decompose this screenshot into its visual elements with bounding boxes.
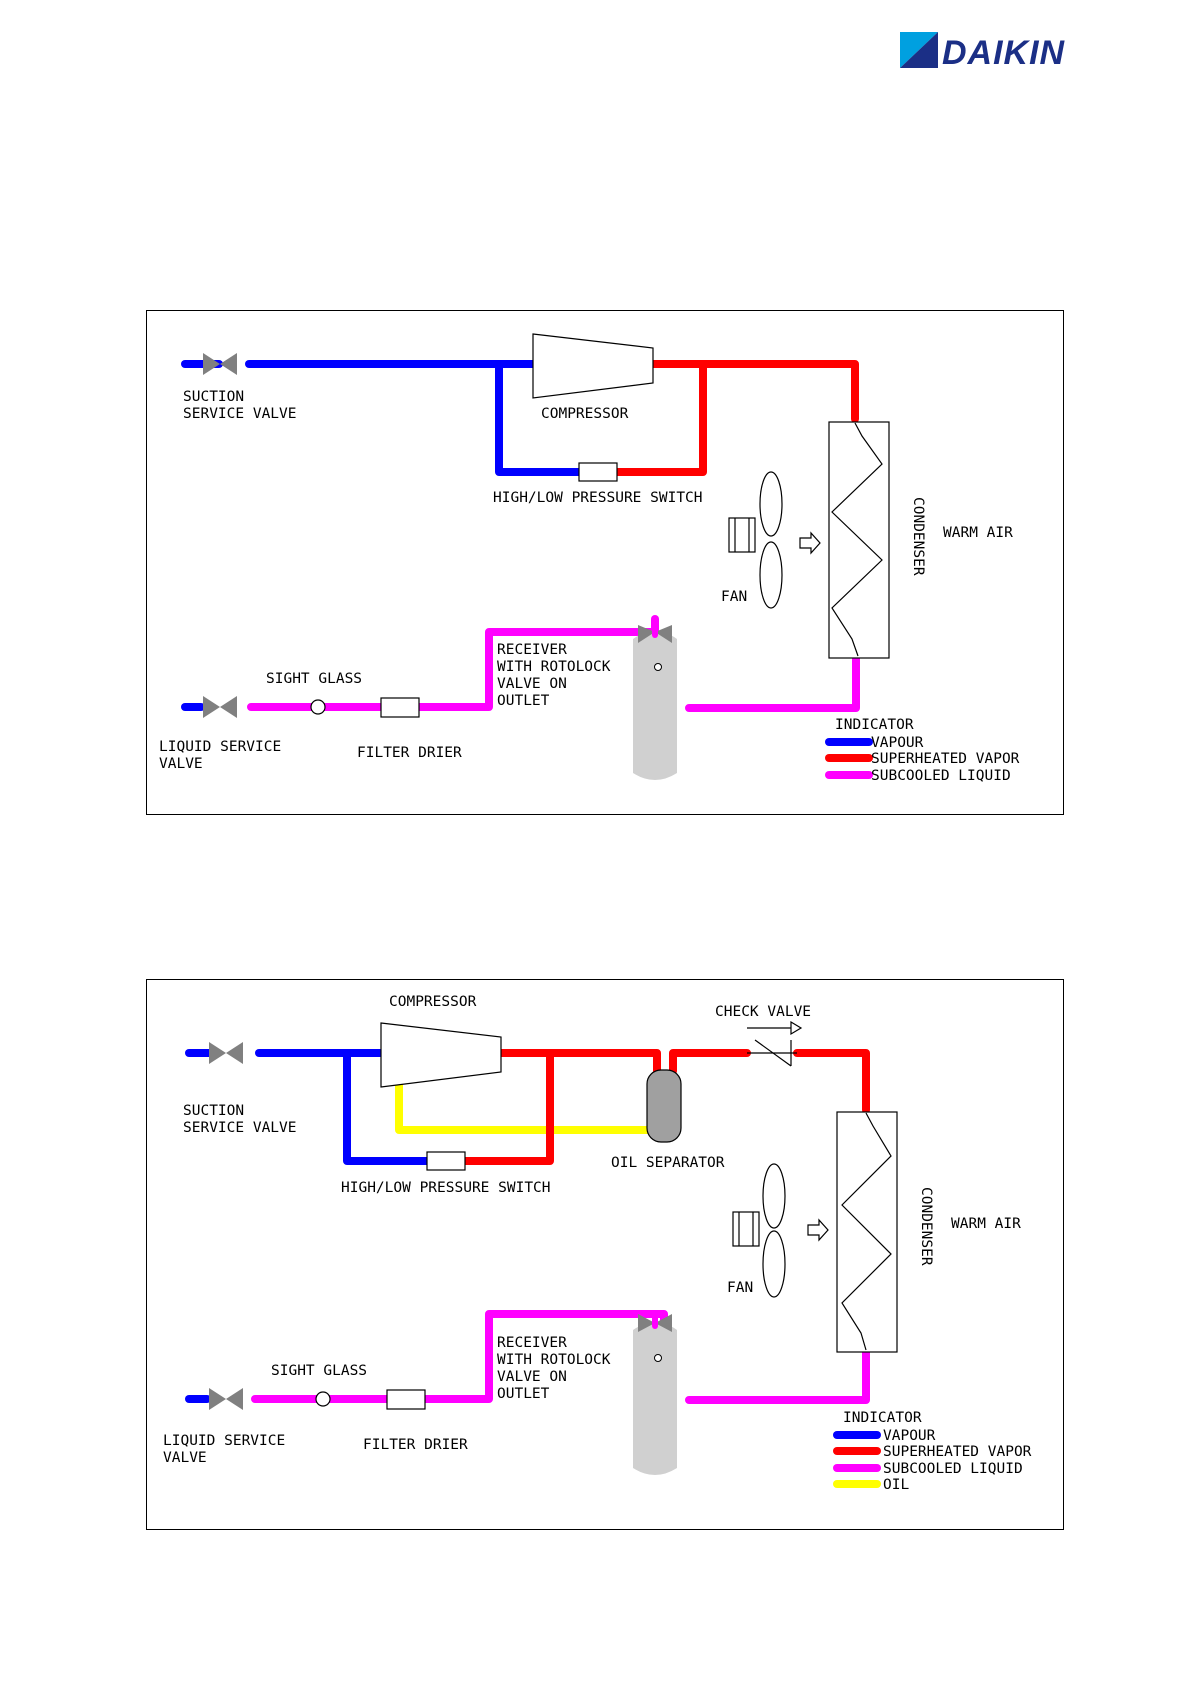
suction-service-valve-icon [203,353,237,375]
suction-valve-label-2: SERVICE VALVE [183,406,297,422]
compressor-label: COMPRESSOR [541,406,629,422]
liquid-service-valve-icon [185,1388,243,1410]
condenser-label: CONDENSER [910,497,926,576]
airflow-arrow-icon [799,531,821,555]
check-valve-label: CHECK VALVE [715,1004,811,1020]
receiver-rotolock-valve-icon [638,1314,672,1332]
vapour-pipes [185,1049,431,1165]
sight-glass-label: SIGHT GLASS [271,1363,367,1379]
superheated-vapor-pipes [613,360,859,476]
daikin-logo-mark-icon: DAIKIN [900,32,1066,72]
receiver-icon [633,1322,677,1475]
pressure-switch-label: HIGH/LOW PRESSURE SWITCH [341,1180,551,1196]
condenser-icon [836,1111,898,1353]
legend-label-superheated: SUPERHEATED VAPOR [883,1444,1032,1460]
receiver-label-3: VALVE ON [497,676,567,692]
suction-valve-label-1: SUCTION [183,389,244,405]
compressor-icon [380,1022,502,1088]
condenser-coil-icon [841,1112,892,1351]
oil-separator-icon [646,1069,682,1143]
suction-valve-label-1: SUCTION [183,1103,244,1119]
filter-drier-icon [380,697,420,718]
legend-label-vapour: VAPOUR [883,1428,936,1444]
sight-glass-icon [315,1391,331,1407]
oil-return-pipe [395,1077,651,1134]
receiver-label-4: OUTLET [497,693,550,709]
liquid-valve-label-1: LIQUID SERVICE [163,1433,285,1449]
receiver-icon [633,631,677,780]
superheated-vapor-pipes [461,1049,870,1165]
receiver-label-1: RECEIVER [497,1335,567,1351]
legend-label-subcooled: SUBCOOLED LIQUID [883,1461,1023,1477]
fan-icon [732,1163,786,1298]
liquid-valve-label-2: VALVE [163,1450,207,1466]
compressor-icon [532,333,654,399]
warm-air-label: WARM AIR [943,525,1013,541]
condenser-icon [828,421,890,659]
fan-icon [728,471,783,609]
liquid-valve-label-2: VALVE [159,756,203,772]
filter-drier-icon [386,1389,426,1410]
indicator-legend: INDICATOR VAPOUR SUPERHEATED VAPOR SUBCO… [833,1410,1032,1493]
liquid-service-valve-icon [181,696,237,718]
filter-drier-label: FILTER DRIER [357,745,462,761]
oil-separator-label: OIL SEPARATOR [611,1155,725,1171]
filter-drier-label: FILTER DRIER [363,1437,468,1453]
warm-air-label: WARM AIR [951,1216,1021,1232]
indicator-title: INDICATOR [835,717,914,733]
receiver-rotolock-valve-icon [638,625,672,643]
refrigerant-circuit-diagram-basic: SUCTION SERVICE VALVE COMPRESSOR HIGH/LO… [146,310,1064,815]
compressor-label: COMPRESSOR [389,994,477,1010]
pressure-switch-icon [426,1151,466,1171]
indicator-title: INDICATOR [843,1410,922,1426]
receiver-label-2: WITH ROTOLOCK [497,1352,611,1368]
legend-label-subcooled: SUBCOOLED LIQUID [871,768,1011,784]
indicator-legend: INDICATOR VAPOUR SUPERHEATED VAPOR SUBCO… [825,717,1020,784]
legend-label-oil: OIL [883,1477,909,1493]
receiver-label-2: WITH ROTOLOCK [497,659,611,675]
receiver-label-1: RECEIVER [497,642,567,658]
fan-label: FAN [721,589,747,605]
airflow-arrow-icon [807,1218,829,1242]
legend-label-vapour: VAPOUR [871,735,924,751]
condenser-label: CONDENSER [918,1187,934,1266]
check-valve-icon [747,1020,803,1067]
sight-glass-icon [310,699,326,715]
fan-label: FAN [727,1280,753,1296]
sight-glass-label: SIGHT GLASS [266,671,362,687]
daikin-logo-text: DAIKIN [942,34,1066,70]
receiver-label-3: VALVE ON [497,1369,567,1385]
pressure-switch-icon [578,462,618,482]
suction-service-valve-icon [209,1042,243,1064]
condenser-coil-icon [831,422,883,657]
pressure-switch-label: HIGH/LOW PRESSURE SWITCH [493,490,703,506]
suction-valve-label-2: SERVICE VALVE [183,1120,297,1136]
legend-label-superheated: SUPERHEATED VAPOR [871,751,1020,767]
receiver-label-4: OUTLET [497,1386,550,1402]
liquid-valve-label-1: LIQUID SERVICE [159,739,281,755]
daikin-logo: DAIKIN [898,30,1088,72]
refrigerant-circuit-diagram-oil-separator: SUCTION SERVICE VALVE COMPRESSOR CHECK V… [146,979,1064,1530]
